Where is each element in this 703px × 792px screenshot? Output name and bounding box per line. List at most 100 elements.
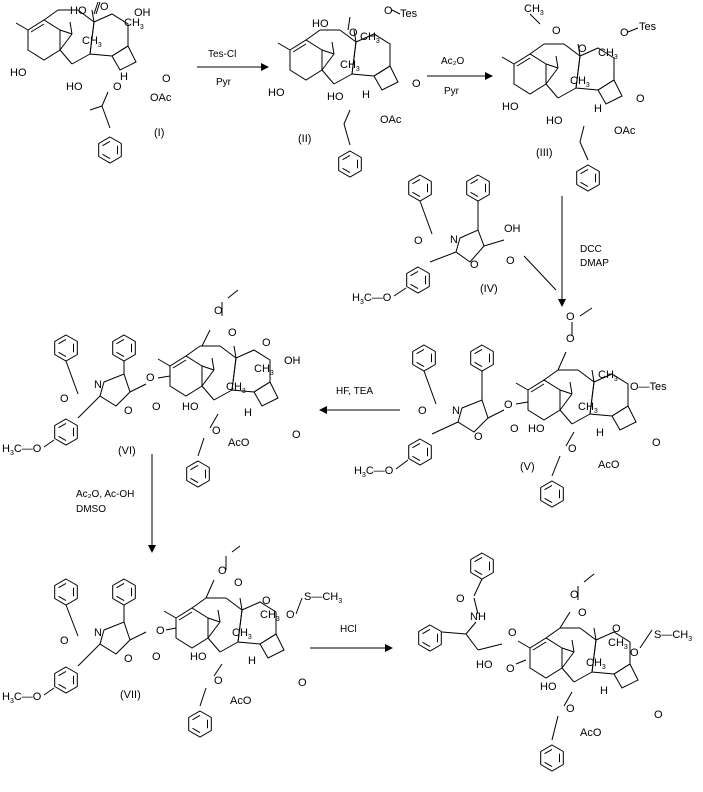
- compound-II-label: (II): [298, 133, 311, 145]
- compound-V: O N O O O H3C—O O O CH3 O—Tes CH3 HO H O…: [354, 307, 667, 508]
- reagent-ac2o-acoh: Ac₂O, Ac-OH: [76, 489, 134, 500]
- atom-ho: HO: [540, 681, 557, 693]
- atom-o: O: [552, 25, 561, 37]
- atom-oac: OAc: [380, 114, 402, 126]
- compound-VI-label: (VI): [118, 445, 136, 457]
- compound-III-label: (III): [536, 147, 553, 159]
- atom-o: O: [504, 399, 513, 411]
- atom-o: O: [156, 625, 165, 637]
- atom-o: O: [578, 43, 587, 55]
- atom-ho: HO: [66, 81, 83, 93]
- atom-o: O: [630, 647, 639, 659]
- atom-o: O: [214, 305, 223, 317]
- atom-ch3: CH3: [608, 637, 628, 651]
- atom-o: O: [234, 577, 243, 589]
- reagent-dcc: DCC: [580, 244, 602, 255]
- reagent-hcl: HCl: [340, 624, 357, 635]
- atom-ch3: CH3: [524, 3, 544, 17]
- atom-s-ch3: S—CH3: [304, 591, 342, 605]
- atom-ho: HO: [546, 115, 563, 127]
- atom-ch3: CH3: [586, 657, 606, 671]
- step-2: Ac₂O Pyr: [427, 56, 493, 97]
- atom-nh: NH: [470, 611, 486, 623]
- atom-o: O: [652, 437, 661, 449]
- atom-o: O: [292, 429, 301, 441]
- atom-o: O: [620, 27, 629, 39]
- atom-n: N: [94, 379, 102, 391]
- atom-o: O: [636, 93, 645, 105]
- reagent-dmso: DMSO: [76, 504, 106, 515]
- atom-o: O: [566, 703, 575, 715]
- atom-n: N: [452, 405, 460, 417]
- compound-I-label: (I): [154, 127, 164, 139]
- compound-VII: O N O O O H3C—O O O O CH3 O S—CH3 CH3 HO…: [2, 545, 342, 738]
- atom-o: O: [286, 609, 295, 621]
- atom-oh: OH: [284, 355, 301, 367]
- step-4: HF, TEA: [319, 386, 400, 414]
- compound-VII-label: (VII): [120, 689, 141, 701]
- atom-ho: HO: [528, 423, 545, 435]
- step-6: HCl: [310, 624, 393, 652]
- atom-oh: OH: [134, 7, 151, 19]
- atom-o-tes: O—Tes: [630, 381, 667, 393]
- atom-o: O: [113, 81, 122, 93]
- atom-o: O: [218, 565, 227, 577]
- atom-o: O: [654, 709, 663, 721]
- atom-o: O: [566, 333, 575, 345]
- compound-II: O HO O Tes CH3 CH3 HO HO H O OAc (II): [268, 5, 421, 178]
- atom-o: O: [228, 327, 237, 339]
- atom-tes: Tes: [639, 21, 657, 33]
- atom-ch3: CH3: [360, 31, 380, 45]
- atom-o: O: [152, 401, 161, 413]
- atom-h: H: [594, 103, 602, 115]
- atom-ho: HO: [476, 659, 493, 671]
- atom-aco: AcO: [580, 727, 602, 739]
- atom-h3co: H3C—O: [352, 292, 392, 306]
- atom-ch3: CH3: [598, 47, 618, 61]
- final-product: O NH HO O O O O O CH3 O S—CH3 CH3 HO H O…: [418, 552, 692, 772]
- atom-h: H: [600, 685, 608, 697]
- atom-ch3: CH3: [82, 35, 102, 49]
- atom-h: H: [248, 655, 256, 667]
- atom-o: O: [100, 1, 109, 13]
- atom-oac: OAc: [614, 125, 636, 137]
- atom-h: H: [120, 71, 128, 83]
- atom-ho: HO: [190, 651, 207, 663]
- atom-o: O: [262, 595, 271, 607]
- atom-o: O: [349, 27, 358, 39]
- atom-ho: HO: [312, 18, 329, 30]
- atom-o: O: [566, 311, 575, 323]
- atom-ch3: CH3: [232, 627, 252, 641]
- compound-IV-label: (IV): [480, 283, 498, 295]
- atom-o: O: [60, 393, 69, 405]
- atom-oac: OAc: [150, 92, 172, 104]
- reagent-pyr: Pyr: [216, 77, 232, 88]
- atom-h: H: [244, 407, 252, 419]
- atom-h: H: [596, 427, 604, 439]
- atom-o: O: [298, 677, 307, 689]
- atom-o: O: [506, 255, 515, 267]
- atom-o: O: [510, 423, 519, 435]
- atom-o: O: [124, 653, 133, 665]
- atom-o: O: [60, 635, 69, 647]
- atom-o: O: [414, 235, 423, 247]
- atom-o: O: [570, 589, 579, 601]
- atom-ho: HO: [268, 87, 285, 99]
- atom-o: O: [418, 405, 427, 417]
- atom-o: O: [162, 73, 171, 85]
- atom-ho: HO: [10, 67, 27, 79]
- atom-oh: OH: [504, 223, 521, 235]
- step-5: Ac₂O, Ac-OH DMSO: [76, 454, 156, 553]
- atom-h3co: H3C—O: [354, 465, 394, 479]
- atom-ch3: CH3: [570, 75, 590, 89]
- atom-tes: Tes: [400, 8, 418, 20]
- atom-n: N: [94, 627, 102, 639]
- atom-o-tes: O: [384, 5, 393, 17]
- compound-IV: O N O OH O H3C—O (IV): [352, 174, 521, 306]
- atom-ho: HO: [327, 91, 344, 103]
- atom-aco: AcO: [228, 437, 250, 449]
- compound-III: CH3 O O O Tes CH3 CH3 HO HO H O OAc (III…: [501, 3, 657, 192]
- atom-o: O: [412, 78, 421, 90]
- atom-ho: HO: [502, 101, 519, 113]
